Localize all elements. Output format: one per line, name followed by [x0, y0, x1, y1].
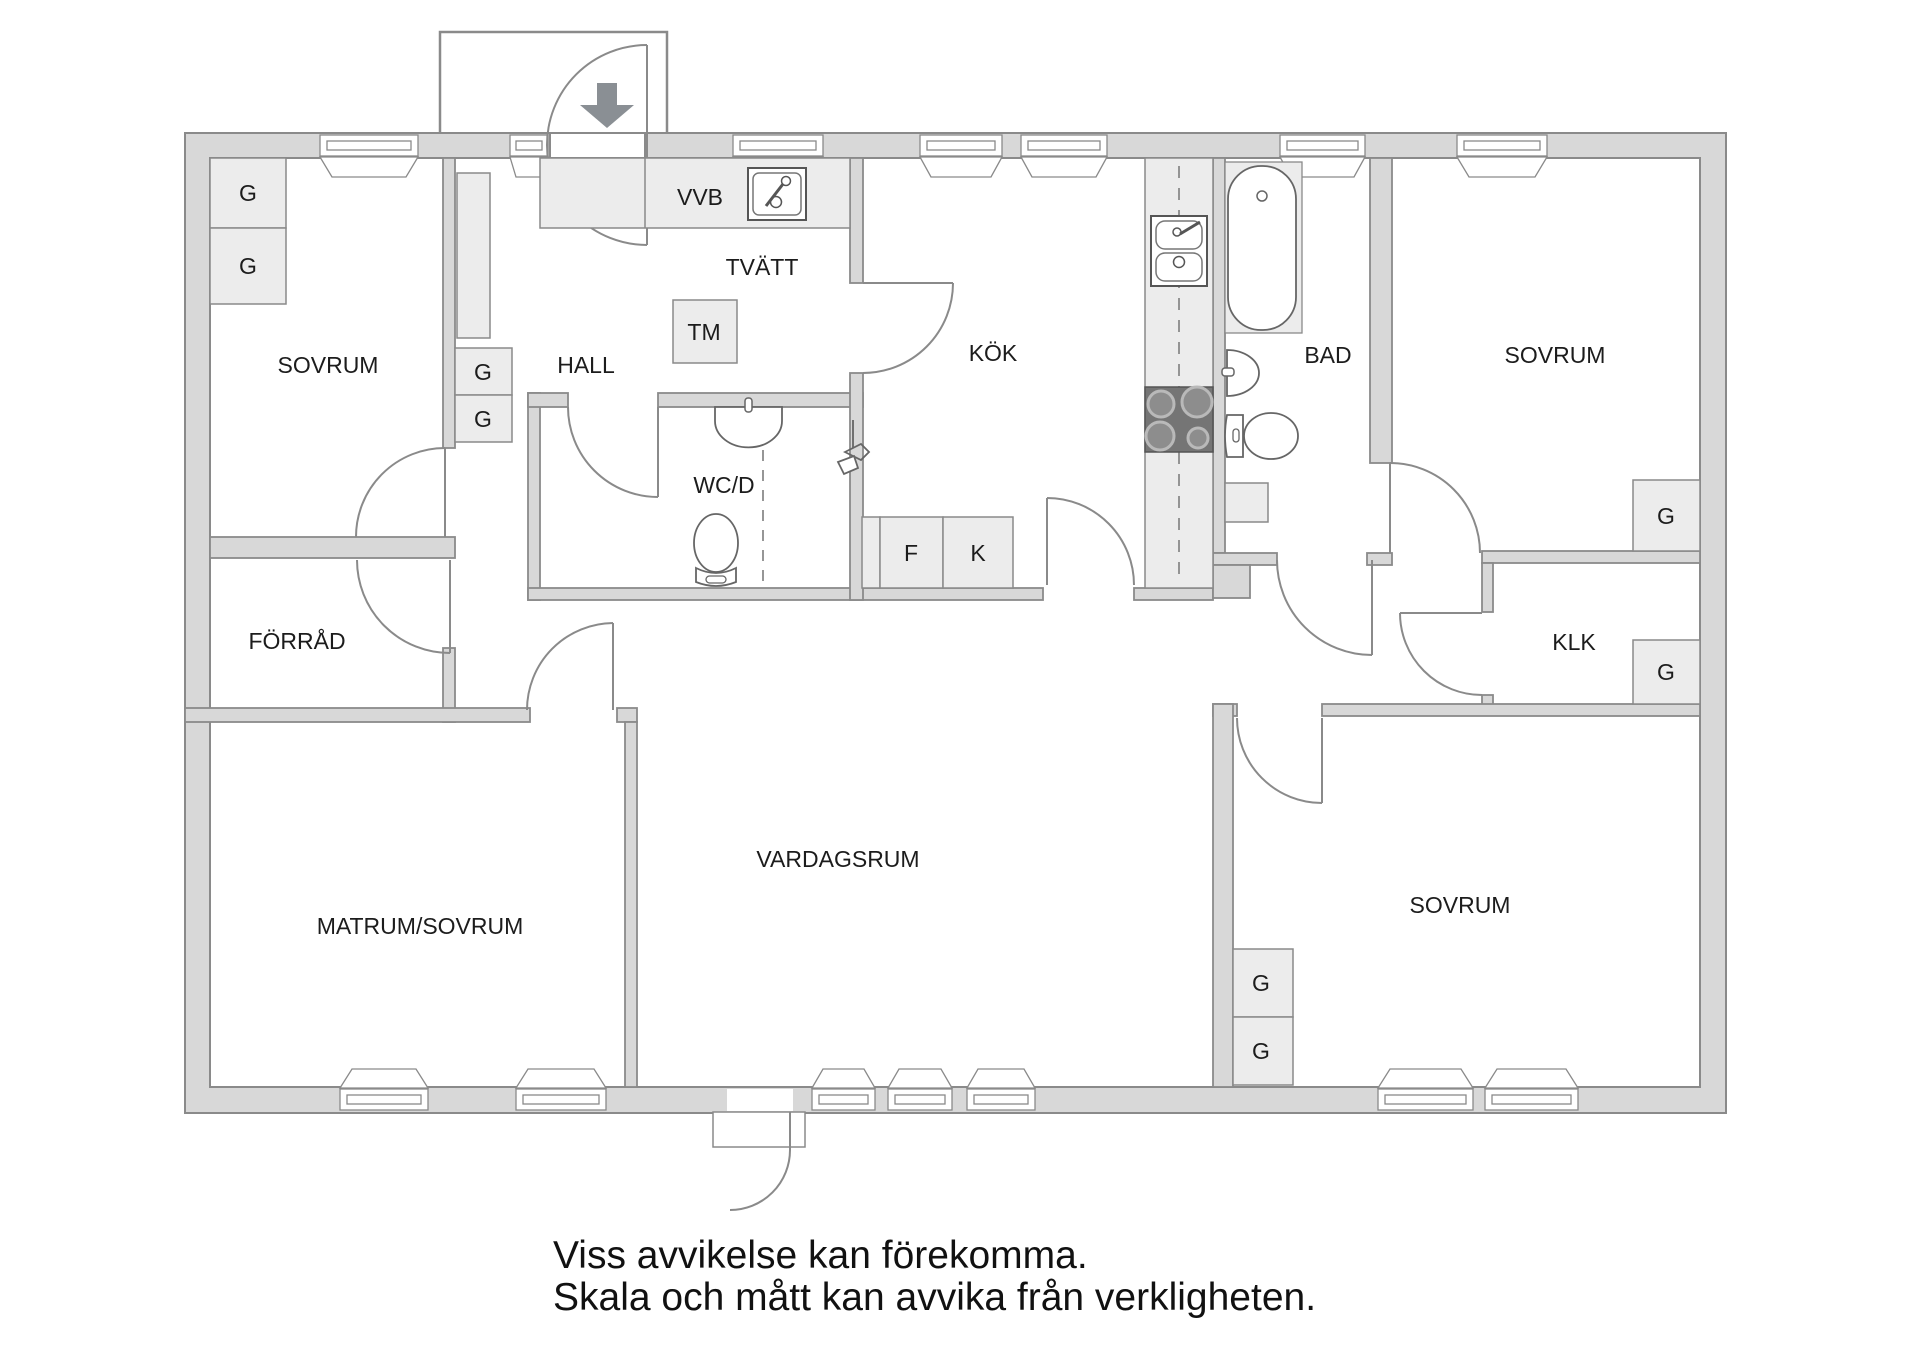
- matrum-door: [526, 622, 614, 711]
- interior-walls: [184, 157, 1701, 1088]
- fridge-box: [942, 516, 1014, 589]
- wardrobe-box: [1232, 948, 1294, 1018]
- disclaimer: Viss avvikelse kan förekomma. Skala och …: [553, 1234, 1316, 1319]
- window: [810, 1068, 877, 1111]
- room-label-forrad: FÖRRÅD: [248, 627, 345, 654]
- window: [338, 1068, 430, 1111]
- wardrobe-label: G: [1252, 970, 1270, 996]
- wardrobe-box: [1232, 1016, 1294, 1086]
- room-label-kok: KÖK: [969, 340, 1018, 366]
- fridge-freezer: [861, 516, 1014, 589]
- tvatt-kok-door: [862, 282, 954, 374]
- window: [1455, 134, 1549, 178]
- washing-machine: [672, 299, 738, 364]
- bad-door: [1276, 559, 1373, 656]
- wcd-fixtures: [693, 397, 871, 587]
- room-label-sovrum-tr: SOVRUM: [1505, 342, 1606, 368]
- fixtures: [209, 157, 1701, 1086]
- appliance-label-k: K: [970, 540, 986, 566]
- room-label-sovrum-tl: SOVRUM: [278, 352, 379, 378]
- patio-door: [712, 1089, 806, 1211]
- room-label-vardagsrum: VARDAGSRUM: [756, 846, 919, 872]
- wardrobe-label: G: [1657, 503, 1675, 529]
- bad-shelf: [1224, 482, 1269, 523]
- wardrobe-label: G: [474, 359, 492, 385]
- kitchen-sink-icon: [1150, 215, 1208, 287]
- toilet-icon: [693, 513, 739, 587]
- entrance-porch: [438, 30, 669, 144]
- washbasin-icon: [1221, 349, 1260, 397]
- bedroom-tl-door: [355, 447, 446, 538]
- kok-hall-door: [1046, 497, 1135, 586]
- room-label-vvb: VVB: [677, 184, 723, 210]
- room-label-hall: HALL: [557, 352, 615, 378]
- bad-fixtures: [1221, 161, 1303, 523]
- washbasin-icon: [714, 397, 783, 449]
- window: [1483, 1068, 1580, 1111]
- appliance-label-f: F: [904, 540, 918, 566]
- wardrobe-label: G: [474, 406, 492, 432]
- window: [965, 1068, 1037, 1111]
- kitchen-counter: [1144, 157, 1214, 589]
- wardrobe-label: G: [1657, 659, 1675, 685]
- wcd-door: [567, 406, 659, 498]
- room-label-matrum: MATRUM/SOVRUM: [317, 913, 524, 939]
- windows-bottom: [338, 1068, 1580, 1111]
- window: [514, 1068, 608, 1111]
- stove-icon: [1144, 385, 1214, 453]
- wardrobe-label: G: [1252, 1038, 1270, 1064]
- window: [1376, 1068, 1475, 1111]
- room-label-sovrum-br: SOVRUM: [1410, 892, 1511, 918]
- window: [1019, 134, 1109, 178]
- hall-shelf: [456, 172, 491, 339]
- room-label-bad: BAD: [1304, 342, 1351, 368]
- wardrobe-box: [1632, 639, 1701, 705]
- appliance-label-tm: TM: [687, 319, 720, 345]
- shower-mixer-icon: [836, 420, 871, 476]
- toilet-icon: [1224, 412, 1299, 460]
- disclaimer-line-1: Viss avvikelse kan förekomma.: [553, 1234, 1088, 1277]
- outer-wall: [184, 132, 1727, 1114]
- wardrobe-box: [454, 394, 513, 443]
- klk-door: [1399, 612, 1483, 696]
- window: [918, 134, 1004, 178]
- wardrobe-box: [1632, 479, 1701, 552]
- disclaimer-line-2: Skala och mått kan avvika från verklighe…: [553, 1276, 1316, 1319]
- window: [886, 1068, 954, 1111]
- laundry-counter: [539, 157, 851, 229]
- bedroom-tr-door: [1389, 462, 1481, 554]
- window: [509, 134, 549, 178]
- window: [318, 134, 420, 178]
- doors: [355, 44, 1483, 1211]
- bathtub-icon: [1227, 165, 1297, 331]
- entry-arrow-icon: [580, 83, 634, 128]
- room-label-klk: KLK: [1552, 629, 1596, 655]
- wardrobe-label: G: [239, 253, 257, 279]
- room-label-tvatt: TVÄTT: [726, 254, 799, 280]
- bedroom-br-door: [1236, 717, 1323, 804]
- freezer-box: [879, 516, 944, 589]
- labels: SOVRUM HALL VVB TVÄTT TM WC/D KÖK BAD SO…: [239, 180, 1675, 1064]
- forrad-door: [356, 559, 451, 654]
- wardrobe-label: G: [239, 180, 257, 206]
- laundry-sink-icon: [747, 167, 807, 221]
- wardrobe-box: [209, 227, 287, 305]
- room-label-wcd: WC/D: [693, 472, 754, 498]
